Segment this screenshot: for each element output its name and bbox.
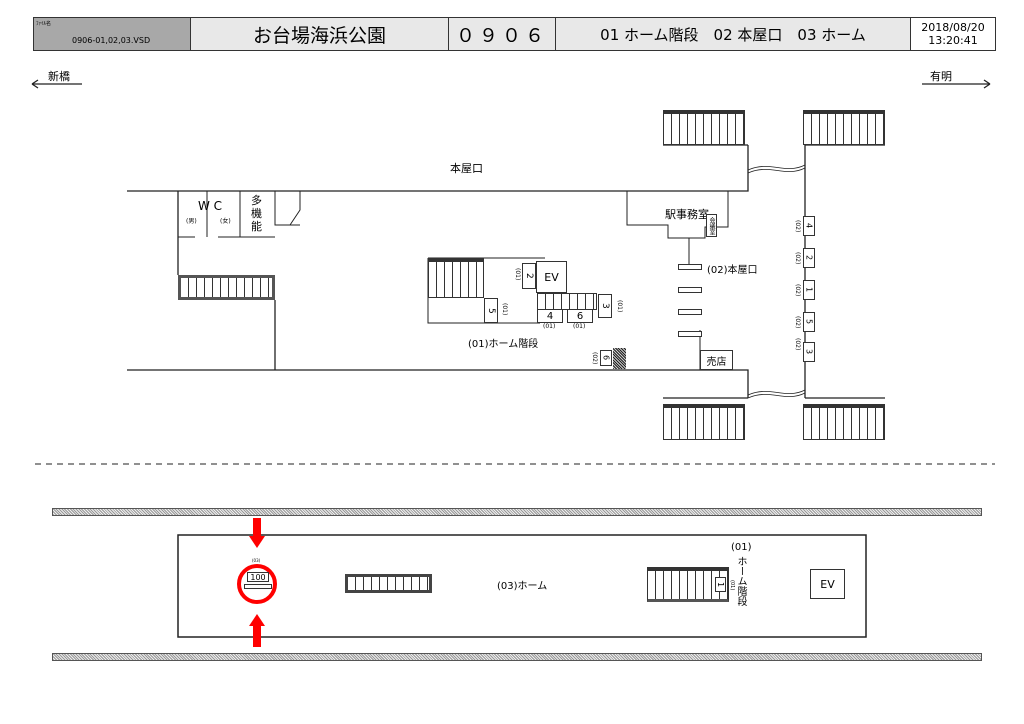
meeting-room: 会議室 <box>706 214 717 237</box>
exit-r3: 3 <box>803 342 815 362</box>
exit-r2: 2 <box>803 248 815 268</box>
exit-3: 3 <box>598 294 612 318</box>
exit-r1-group: (02) <box>794 284 801 297</box>
stairs-02 <box>537 293 597 310</box>
exit-5: 5 <box>484 298 498 323</box>
exit-6: 6 <box>567 309 593 323</box>
stair-exit-1: 1 <box>715 577 726 592</box>
exit-r5: 5 <box>803 312 815 332</box>
position-marker: 100 <box>247 572 269 582</box>
stair-exit-group: (01) <box>729 580 735 591</box>
multipurpose-toilet: 多機能 <box>251 194 262 233</box>
timestamp: 2018/08/20 13:20:41 <box>910 17 996 51</box>
stairs-se-right <box>803 404 885 440</box>
wc-label: W C <box>198 199 223 213</box>
exit-r5-group: (02) <box>794 316 801 329</box>
area-description: 01 ホーム階段 02 本屋口 03 ホーム <box>555 17 911 51</box>
file-name: 0906-01,02,03.VSD <box>72 36 151 45</box>
direction-right: 有明 <box>930 70 952 83</box>
time: 13:20:41 <box>928 34 978 47</box>
stairs-group: (01) <box>731 542 752 553</box>
stairs-ne-left <box>663 110 745 145</box>
date: 2018/08/20 <box>921 21 985 34</box>
tactile-block <box>613 348 626 369</box>
exit-5-group: (01) <box>501 303 508 316</box>
wc-men: (男) <box>186 218 197 225</box>
file-info: ﾌｧｲﾙ名 0906-01,02,03.VSD <box>33 17 191 51</box>
direction-left: 新橋 <box>48 70 70 83</box>
exit-r3-group: (02) <box>794 338 801 351</box>
entrance-label: 本屋口 <box>450 162 483 175</box>
exit-r4-group: (02) <box>794 220 801 233</box>
exit-4-group: (01) <box>543 323 556 330</box>
elevator: EV <box>536 261 567 293</box>
gate <box>678 287 702 293</box>
stairs-se-left <box>663 404 745 440</box>
stairs-01-label: (01)ホーム階段 <box>468 339 539 350</box>
platform-label: (03)ホーム <box>497 581 548 592</box>
shop: 売店 <box>700 350 733 370</box>
arrow-up-head <box>249 614 265 626</box>
gate <box>678 264 702 270</box>
exit-2: 2 <box>522 263 536 289</box>
exit-6-02: 6 <box>600 350 612 366</box>
exit-2-group: (01) <box>514 268 521 281</box>
marker-bar <box>244 584 272 589</box>
file-label: ﾌｧｲﾙ名 <box>36 21 52 27</box>
stairs-label: ホーム階段 <box>735 556 746 606</box>
wc-women: (女) <box>220 218 231 225</box>
exit-6-group: (01) <box>573 323 586 330</box>
escalator-left <box>178 275 275 300</box>
stairs-ne-right <box>803 110 885 145</box>
arrow-down-head <box>249 536 265 548</box>
exit-r4: 4 <box>803 216 815 236</box>
arrow-up-icon <box>253 625 261 647</box>
station-name: お台場海浜公園 <box>190 17 449 51</box>
exit-r2-group: (02) <box>794 252 801 265</box>
exit-r1: 1 <box>803 280 815 300</box>
exit-3-group: (01) <box>616 300 623 313</box>
entrance-02-label: (02)本屋口 <box>707 265 758 276</box>
marker-group: (03) <box>252 558 261 563</box>
exit-4: 4 <box>537 309 563 323</box>
gate <box>678 309 702 315</box>
gate <box>678 331 702 337</box>
station-office: 駅事務室 <box>665 208 709 221</box>
tactile-strip-top <box>52 508 982 516</box>
escalator-platform <box>345 574 432 593</box>
exit-6-02-group: (02) <box>591 352 598 365</box>
tactile-strip-bottom <box>52 653 982 661</box>
stairs-platform <box>647 567 729 602</box>
highlight-circle <box>237 564 277 604</box>
platform-elevator: EV <box>810 569 845 599</box>
arrow-down-icon <box>253 518 261 538</box>
station-code: ０９０６ <box>448 17 556 51</box>
stairs-01 <box>428 258 484 298</box>
